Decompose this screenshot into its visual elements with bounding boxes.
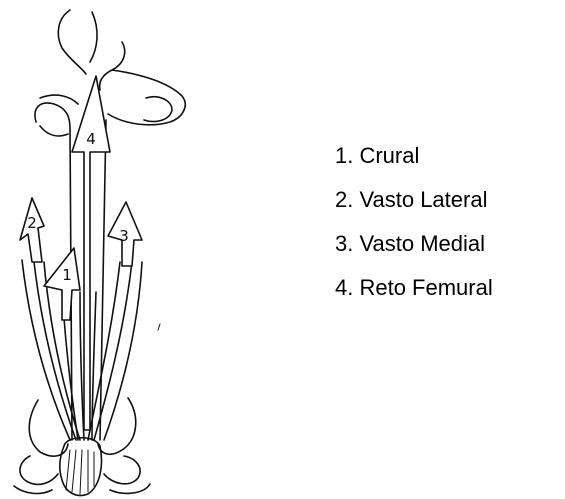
- muscle-bellies: [22, 260, 142, 440]
- thigh-drawing: 4 2 3 1: [0, 0, 220, 499]
- arrow-2-label: 2: [27, 214, 37, 232]
- speck-mark: [158, 324, 160, 330]
- legend-item-reto-femural: 4. Reto Femural: [335, 275, 493, 301]
- legend-item-crural: 1. Crural: [335, 143, 493, 169]
- legend-item-vasto-lateral: 2. Vasto Lateral: [335, 187, 493, 213]
- arrow-2: 2: [20, 198, 44, 262]
- arrow-1-label: 1: [62, 266, 72, 284]
- arrow-4-label: 4: [86, 130, 96, 148]
- thigh-muscle-illustration: 4 2 3 1: [0, 0, 220, 499]
- arrow-3: 3: [108, 202, 142, 266]
- muscle-legend: 1. Crural 2. Vasto Lateral 3. Vasto Medi…: [335, 143, 493, 319]
- arrow-3-label: 3: [119, 227, 129, 245]
- legend-item-vasto-medial: 3. Vasto Medial: [335, 231, 493, 257]
